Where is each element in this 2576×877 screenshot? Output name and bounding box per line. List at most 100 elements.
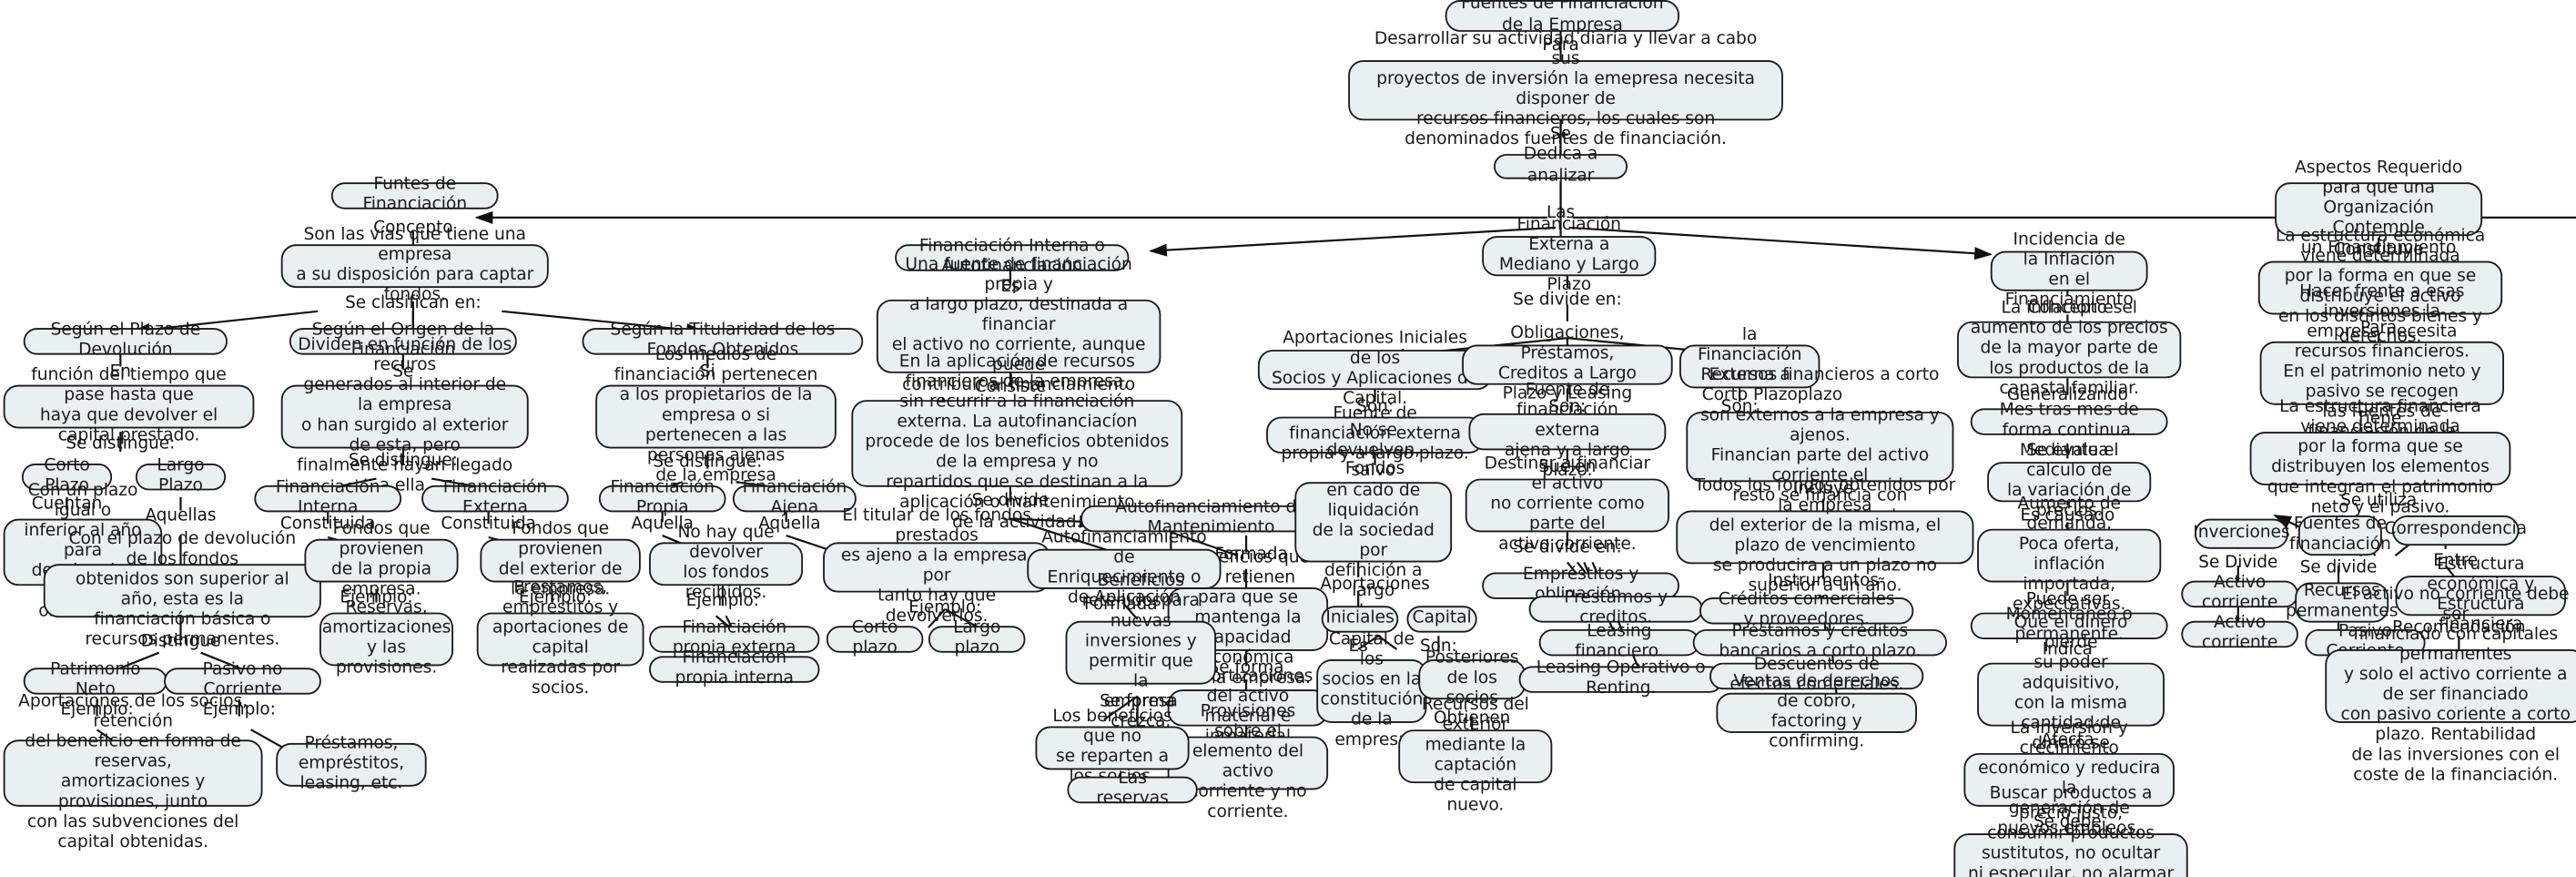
node-inflacion-causas[interactable]: Aumento de demanda, Poca oferta, inflaci… (1977, 495, 2162, 615)
node-financiacion-ajena[interactable]: Financiación Ajena (732, 479, 857, 517)
node-titularidad-def[interactable]: Los medios de financiación pertenecen a … (595, 346, 837, 485)
node-inflacion-se-debe[interactable]: Buscar productos a precio justo, consumi… (1953, 785, 2188, 877)
node-obligaciones-d2[interactable]: Prestamos y creditos. (1528, 589, 1703, 627)
link-label-formada-mant: Formada (1214, 546, 1288, 565)
link-label-es-autofin: Es (1000, 278, 1020, 297)
node-financiacion-interna-ejemplo[interactable]: Reservas, amortizaciones y las provision… (319, 599, 454, 678)
node-financiacion-ajena-def[interactable]: El titular de los fondos prestados es aj… (823, 507, 1051, 626)
node-purpose[interactable]: Desarrollar su actividad diaria y llevar… (1348, 30, 1783, 149)
link-label-son-capital: Son: (1420, 637, 1457, 657)
node-inflacion-indica[interactable]: Que el dinero pierde su poder adquisitiv… (1977, 614, 2165, 773)
node-corto-plazo[interactable]: Corto Plazo (21, 457, 113, 495)
link-label-cuentan: Cuentan (31, 495, 103, 515)
node-fuentes-financiacion-estructura[interactable]: Fuentes de financiación (2289, 515, 2391, 556)
node-plazo-funcion[interactable]: función del tiempo que pase hasta que ha… (3, 366, 255, 445)
node-largo-plazo[interactable]: Largo Plazo (135, 457, 227, 495)
node-instrumento-4[interactable]: Ventas de derechos de cobro, factoring y… (1716, 673, 1917, 751)
node-pasivo-no-corriente[interactable]: Pasivo no Corriente (164, 661, 321, 699)
node-instrumento-2[interactable]: Préstamos y créditos bancarios a corto p… (1692, 623, 1948, 661)
link-label-constituida-interna: Constituida (279, 515, 376, 535)
node-hub-analyze[interactable]: Dedica a analizar (1494, 147, 1628, 185)
node-inflacion-generalizando[interactable]: Mes tras mes de forma continua. (1970, 402, 2168, 440)
node-corto-son[interactable]: Recursos financieros a corto plazo son e… (1686, 366, 1954, 525)
node-patrimonio-neto[interactable]: Patrimonio Neto (23, 661, 167, 699)
node-capital-son[interactable]: Posteriores de los socios (1418, 649, 1526, 708)
node-financiacion-externa[interactable]: Financiación Externa (421, 479, 569, 517)
node-inversiones-activo-1[interactable]: Activo corriente (2181, 574, 2298, 613)
node-aport-capital-small[interactable]: Capital (1406, 606, 1477, 633)
link-label-ejemplo-propia: Ejemplo: (685, 592, 759, 611)
node-segun-titularidad[interactable]: Según la Titularidad de los Fondos Obten… (582, 321, 864, 360)
node-fuentes-financiacion[interactable]: Funtes de Financiación (330, 176, 499, 214)
node-fuentes-concepto[interactable]: Son las vías que tiene una empresa a su … (280, 226, 549, 305)
link-label-se-forma-mant: Se forma (1208, 659, 1284, 678)
node-financiacion-externa-ejemplo[interactable]: Prestamos, empréstitos y aportaciones de… (476, 579, 644, 698)
node-financiacion-interna[interactable]: Financiación Interna (254, 479, 402, 517)
node-obligaciones-suelen[interactable]: Destinar a financiar el activo no corrie… (1465, 455, 1669, 554)
link-label-es-causado: Es causado (2020, 506, 2115, 526)
node-capital-obtienen[interactable]: Recursos del exterior mediante la captac… (1398, 696, 1553, 815)
node-financiacion-externa-def[interactable]: Fondos que provienen del exterior de la … (480, 520, 641, 599)
link-label-instrumentos: Instrumentos (1768, 572, 1880, 591)
node-aportaciones-fondos[interactable]: No se devuelven, salvo en cado de liquid… (1294, 422, 1453, 621)
link-label-es-iniciales: Es (1348, 637, 1368, 657)
link-label-son-aport: Son: (1356, 398, 1394, 417)
link-label-obtienen: Obtienen (1433, 709, 1511, 729)
node-correspondencia-recomendacion[interactable]: El activo no corriente debe ser financia… (2325, 586, 2576, 785)
node-financiacion-propia[interactable]: Financiación Propia (598, 479, 726, 517)
link-label-se-top: Se (1550, 125, 1572, 145)
node-aportaciones-iniciales[interactable]: Aportaciones Iniciales de los Socios y A… (1257, 330, 1493, 408)
node-pasivo-no-corriente-ejemplo[interactable]: Préstamos, empréstitos, leasing, etc. (276, 735, 427, 793)
link-label-para-aspectos: Para (2359, 319, 2398, 339)
node-origen-dividen[interactable]: Dividen en función de los recuros genera… (280, 336, 529, 495)
node-incidencia-inflacion[interactable]: Incidencia de la Inflación en el Financi… (1990, 230, 2148, 310)
node-iniciales-es[interactable]: Capital de los socios en la constitución… (1316, 631, 1427, 750)
node-financiacion-propia-def[interactable]: No hay que devolver los fondos recibidos… (649, 524, 804, 603)
node-inversiones[interactable]: Inverciones (2193, 518, 2290, 549)
node-autofin-consiste[interactable]: En la aplicación de recursos financieros… (851, 352, 1183, 533)
link-label-se-divide-en-obl: Se divide en: (1513, 538, 1622, 557)
node-aspectos-para[interactable]: Hacer frente a esas inversiones la empre… (2259, 282, 2504, 462)
node-autofin-enriq-f1[interactable]: Los beneficios que no se reparten a los … (1035, 708, 1190, 787)
link-label-generalizando: Generalizando (2006, 386, 2128, 405)
node-autofin-enriq-f2[interactable]: Las reservas (1067, 770, 1198, 809)
node-aportaciones-son[interactable]: Fuente de financiación externa propia y … (1266, 405, 1485, 464)
link-label-ejemplo-pn: Ejemplo: (60, 700, 134, 720)
node-segun-plazo-devolucion[interactable]: Según el Plazo de Devolución (23, 321, 228, 360)
node-externa-corto-plazo[interactable]: la Financiación Externa a Corto Plazo (1679, 326, 1820, 405)
node-inflacion-momentaneo[interactable]: Momentaneo o permanente. (1970, 606, 2168, 645)
link-label-suelen: Suelen (1538, 458, 1597, 477)
link-label-aquellas: Aquellas (145, 506, 217, 526)
node-root-title[interactable]: Fuentes de Financiación de la Empresa (1445, 0, 1680, 35)
node-correspondencia[interactable]: Correspondencia (2384, 515, 2527, 546)
node-financiacion-interna-def[interactable]: Fondos que provienen de la propia empres… (304, 520, 459, 599)
node-recursos-permanentes[interactable]: Recursos permanentes (2286, 582, 2399, 623)
node-ajena-largo-plazo[interactable]: Largo plazo (928, 619, 1026, 658)
link-label-ejemplo-ajena: Ejemplo: (908, 598, 982, 618)
node-autofin-mant-f2[interactable]: Provisiones sobre el elemento del activo… (1167, 703, 1329, 821)
node-externa-mediano-largo[interactable]: Financiación Externa a Mediano y Largo P… (1482, 216, 1657, 294)
node-inversiones-activo-2[interactable]: Activo corriente (2181, 614, 2298, 653)
link-label-se-distingue-tit: Se distingue: (653, 454, 763, 473)
node-financiacion-propia-interna[interactable]: Financiación propia interna (649, 649, 820, 688)
node-ajena-corto-plazo[interactable]: Corto plazo (826, 619, 924, 658)
node-autofin-enriq-formada[interactable]: Beneficios retenidospara nuevas inversio… (1065, 572, 1216, 731)
node-corto-incluye[interactable]: Todos los fondos obtenidos por la empres… (1676, 477, 1974, 596)
link-label-se-distingue-origen: Se distingue: (348, 452, 458, 471)
node-inflacion-concepto[interactable]: La inflación esel aumento de los precios… (1957, 300, 2182, 398)
node-aspectos-tiene[interactable]: La estructura financiera viene determina… (2249, 398, 2511, 517)
link-label-se-divide-inv: Se Divide (2198, 554, 2278, 573)
node-obligaciones-d3[interactable]: Leasing financiero. (1538, 623, 1700, 661)
link-label-aquella-propia: Aquella (631, 515, 694, 535)
node-obligaciones-d4[interactable]: Leasing Operativo o Renting. (1518, 659, 1723, 698)
node-obligaciones-son[interactable]: Fuente de financiación externa ajena y a… (1468, 382, 1667, 480)
node-largo-plazo-def[interactable]: Con el plazo de devolución de los fondos… (43, 530, 321, 649)
node-patrimonio-neto-ejemplo[interactable]: Aportaciones de los socios, retención de… (3, 693, 263, 852)
node-aport-iniciales-small[interactable]: Iniciales (1321, 606, 1399, 633)
link-label-se-forma-enriq: Se forma (1100, 692, 1176, 712)
node-obligaciones-d1[interactable]: Empréstitos y obligación. (1482, 566, 1680, 604)
node-obligaciones-prestamos[interactable]: Obligaciones, Préstamos, Creditos a Larg… (1462, 324, 1673, 403)
node-instrumento-1[interactable]: Créditos comerciales y proveedores. (1699, 591, 1914, 629)
link-label-constituye: Constituye (2333, 240, 2424, 260)
